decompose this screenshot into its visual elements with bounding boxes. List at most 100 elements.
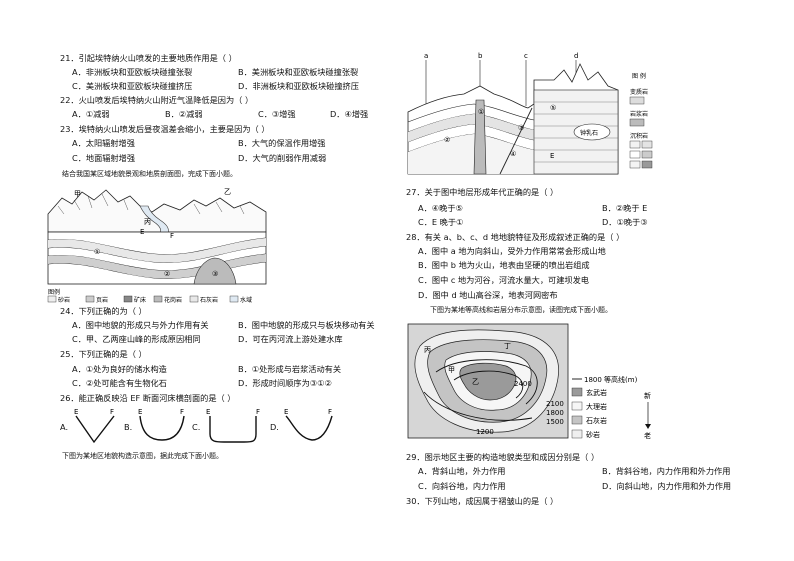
q24-option-d[interactable]: D．可在丙河流上游处建水库: [238, 334, 343, 344]
q24-option-b[interactable]: B．图中地貌的形成只与板块移动有关: [238, 320, 375, 330]
fig1-legend-water: 水域: [240, 296, 252, 304]
fig3-legend-new: 新: [644, 391, 651, 400]
q21-option-b[interactable]: B．美洲板块和亚欧板块碰撞张裂: [238, 67, 359, 77]
q23-option-d[interactable]: D．大气的削弱作用减弱: [238, 153, 327, 163]
q28-option-c[interactable]: C．图中 c 地为河谷，河流水量大，可建坝发电: [418, 275, 589, 285]
fig1-label-bing: 丙: [144, 218, 151, 226]
fig3-label-ding: 丁: [504, 342, 511, 350]
fig3-legend-old: 老: [644, 431, 651, 440]
q23-option-c[interactable]: C．地面辐射增强: [72, 153, 136, 163]
fig3-label-bing: 丙: [424, 346, 431, 354]
q25-option-a[interactable]: A．①处为良好的储水构造: [72, 364, 167, 374]
q23-stem: 23．埃特纳火山喷发后昼夜温差会缩小，主要是因为（ ）: [60, 124, 270, 134]
q22-option-b[interactable]: B．②减弱: [165, 109, 203, 119]
fig2-cave-label: 钟乳石: [580, 129, 598, 137]
q24-stem: 24．下列正确的为（ ）: [60, 306, 147, 316]
fig3-label-yi: 乙: [472, 378, 479, 386]
contour-strata-map: 丙 丁 甲 乙 2400 2100 1800 1500 1200 1800 等高…: [407, 323, 651, 440]
fig3-label-jia: 甲: [448, 366, 455, 374]
fig3-elev-2100: 2100: [546, 400, 564, 408]
q24-option-a[interactable]: A．图中地貌的形成只与外力作用有关: [72, 320, 209, 330]
q26-stem: 26．能正确反映沿 EF 断面河床横剖面的是（ ）: [60, 393, 236, 403]
svg-text:E: E: [206, 408, 210, 416]
q27-stem: 27．关于图中地层形成年代正确的是（ ）: [406, 187, 559, 197]
q26-option-d[interactable]: D.: [270, 422, 279, 432]
q25-option-d[interactable]: D．形成时间顺序为③①②: [238, 378, 332, 388]
fig1-legend-granite: 花岗岩: [164, 296, 182, 304]
intro-landform: 结合我国某区域地貌景观和地质剖面图，完成下面小题。: [62, 170, 237, 178]
q28-option-a[interactable]: A．图中 a 地为向斜山，受外力作用常常会形成山地: [418, 246, 606, 256]
geologic-structure-diagram: a b c d 钟乳石 ① ② ③ ④ ⑤ E 图 例 变质岩 岩浆岩 沉积岩: [407, 52, 653, 175]
fig2-label-a: a: [424, 52, 428, 60]
fig2-label-3: ③: [518, 124, 524, 132]
fig1-legend-shale: 页岩: [96, 296, 108, 304]
svg-text:E: E: [138, 408, 142, 416]
svg-text:E: E: [284, 408, 288, 416]
svg-text:F: F: [180, 408, 184, 416]
fig2-label-c: c: [524, 52, 528, 60]
q22-stem: 22．火山喷发后埃特纳火山附近气温降低是因为（ ）: [60, 95, 254, 105]
q27-option-a[interactable]: A．④晚于⑤: [418, 203, 463, 213]
q22-option-c[interactable]: C．③增强: [258, 109, 296, 119]
svg-text:E: E: [74, 408, 78, 416]
q29-option-b[interactable]: B．背斜谷地，内力作用和外力作用: [602, 466, 731, 476]
q26-profile-d: E F: [284, 408, 333, 441]
fig2-legend-metamorphic: 变质岩: [630, 88, 648, 96]
fig2-legend-title: 图 例: [632, 72, 646, 80]
fig3-elev-1800: 1800: [546, 409, 564, 417]
q28-option-d[interactable]: D．图中 d 地山高谷深，地表河网密布: [418, 290, 558, 300]
q21-option-a[interactable]: A．非洲板块和亚欧板块碰撞张裂: [72, 67, 193, 77]
svg-text:F: F: [110, 408, 114, 416]
fig2-legend-igneous: 岩浆岩: [630, 110, 648, 118]
fig2-label-1: ①: [478, 108, 484, 116]
fig3-elev-1200: 1200: [476, 428, 494, 436]
q29-option-a[interactable]: A．背斜山地，外力作用: [418, 466, 506, 476]
q27-option-c[interactable]: C．E 晚于①: [418, 217, 464, 227]
fig1-label-2: ②: [164, 270, 170, 278]
fig1-label-e: E: [140, 228, 144, 236]
fig1-label-1: ①: [94, 248, 100, 256]
q28-stem: 28．有关 a、b、c、d 地地貌特征及形成叙述正确的是（ ）: [406, 232, 625, 242]
fig1-legend-limestone: 石灰岩: [200, 296, 218, 304]
q28-option-b[interactable]: B．图中 b 地为火山，地表由坚硬的喷出岩组成: [418, 260, 590, 270]
q23-option-a[interactable]: A．太阳辐射增强: [72, 138, 135, 148]
q25-option-c[interactable]: C．②处可能含有生物化石: [72, 378, 167, 388]
q26-option-b[interactable]: B.: [124, 422, 133, 432]
fig3-legend-marble: 大理岩: [586, 402, 607, 411]
q26-profile-c: E F: [206, 408, 260, 443]
fig1-label-3: ③: [212, 270, 218, 278]
q23-option-b[interactable]: B．大气的保温作用增强: [238, 138, 326, 148]
intro-contour: 下图为某地等高线和岩层分布示意图，读图完成下面小题。: [430, 306, 612, 314]
fig1-label-yi: 乙: [224, 188, 231, 196]
svg-text:F: F: [328, 408, 332, 416]
fig1-legend-title: 图例: [48, 288, 60, 296]
fig2-label-d: d: [574, 52, 578, 60]
q26-profile-b: E F: [138, 408, 185, 441]
q24-option-c[interactable]: C．甲、乙两座山峰的形成原因相同: [72, 334, 201, 344]
q21-option-d[interactable]: D．非洲板块和亚欧板块碰撞挤压: [238, 81, 359, 91]
q25-option-b[interactable]: B．①处形成与岩浆活动有关: [238, 364, 342, 374]
q29-option-d[interactable]: D．向斜山地，内力作用和外力作用: [602, 481, 732, 491]
intro-structure: 下图为某地区地貌构造示意图，据此完成下面小题。: [62, 452, 223, 460]
q29-stem: 29．图示地区主要的构造地貌类型和成因分别是（ ）: [406, 452, 600, 462]
q29-option-c[interactable]: C．向斜谷地，内力作用: [418, 481, 506, 491]
q26-option-a[interactable]: A.: [60, 422, 69, 432]
q27-option-b[interactable]: B．②晚于 E: [602, 203, 648, 213]
fig1-legend-ore: 矿床: [134, 296, 146, 304]
q22-option-a[interactable]: A．①减弱: [72, 109, 110, 119]
q21-option-c[interactable]: C．美洲板块和亚欧板块碰撞挤压: [72, 81, 193, 91]
fig1-legend-sandstone: 砂岩: [58, 296, 70, 304]
fig2-label-e: E: [550, 152, 554, 160]
fig2-label-4: ④: [510, 150, 516, 158]
q22-option-d[interactable]: D．④增强: [330, 109, 369, 119]
fig2-legend-sedimentary: 沉积岩: [630, 132, 648, 140]
fig3-legend-basalt: 玄武岩: [586, 388, 607, 397]
q27-option-d[interactable]: D．①晚于③: [602, 217, 648, 227]
q26-option-c[interactable]: C.: [192, 422, 201, 432]
q21-stem: 21．引起埃特纳火山喷发的主要地质作用是（ ）: [60, 53, 237, 63]
landform-block-diagram: 甲 丙 E F 乙 ① ② ③ 图例 砂岩 页岩 矿床 花岗岩 石灰岩 水域: [47, 188, 267, 304]
q30-stem: 30．下列山地，成因属于褶皱山的是（ ）: [406, 496, 559, 506]
fig1-label-jia: 甲: [74, 190, 81, 198]
q26-profile-a: E F: [74, 408, 115, 444]
q25-stem: 25．下列正确的是（ ）: [60, 349, 147, 359]
